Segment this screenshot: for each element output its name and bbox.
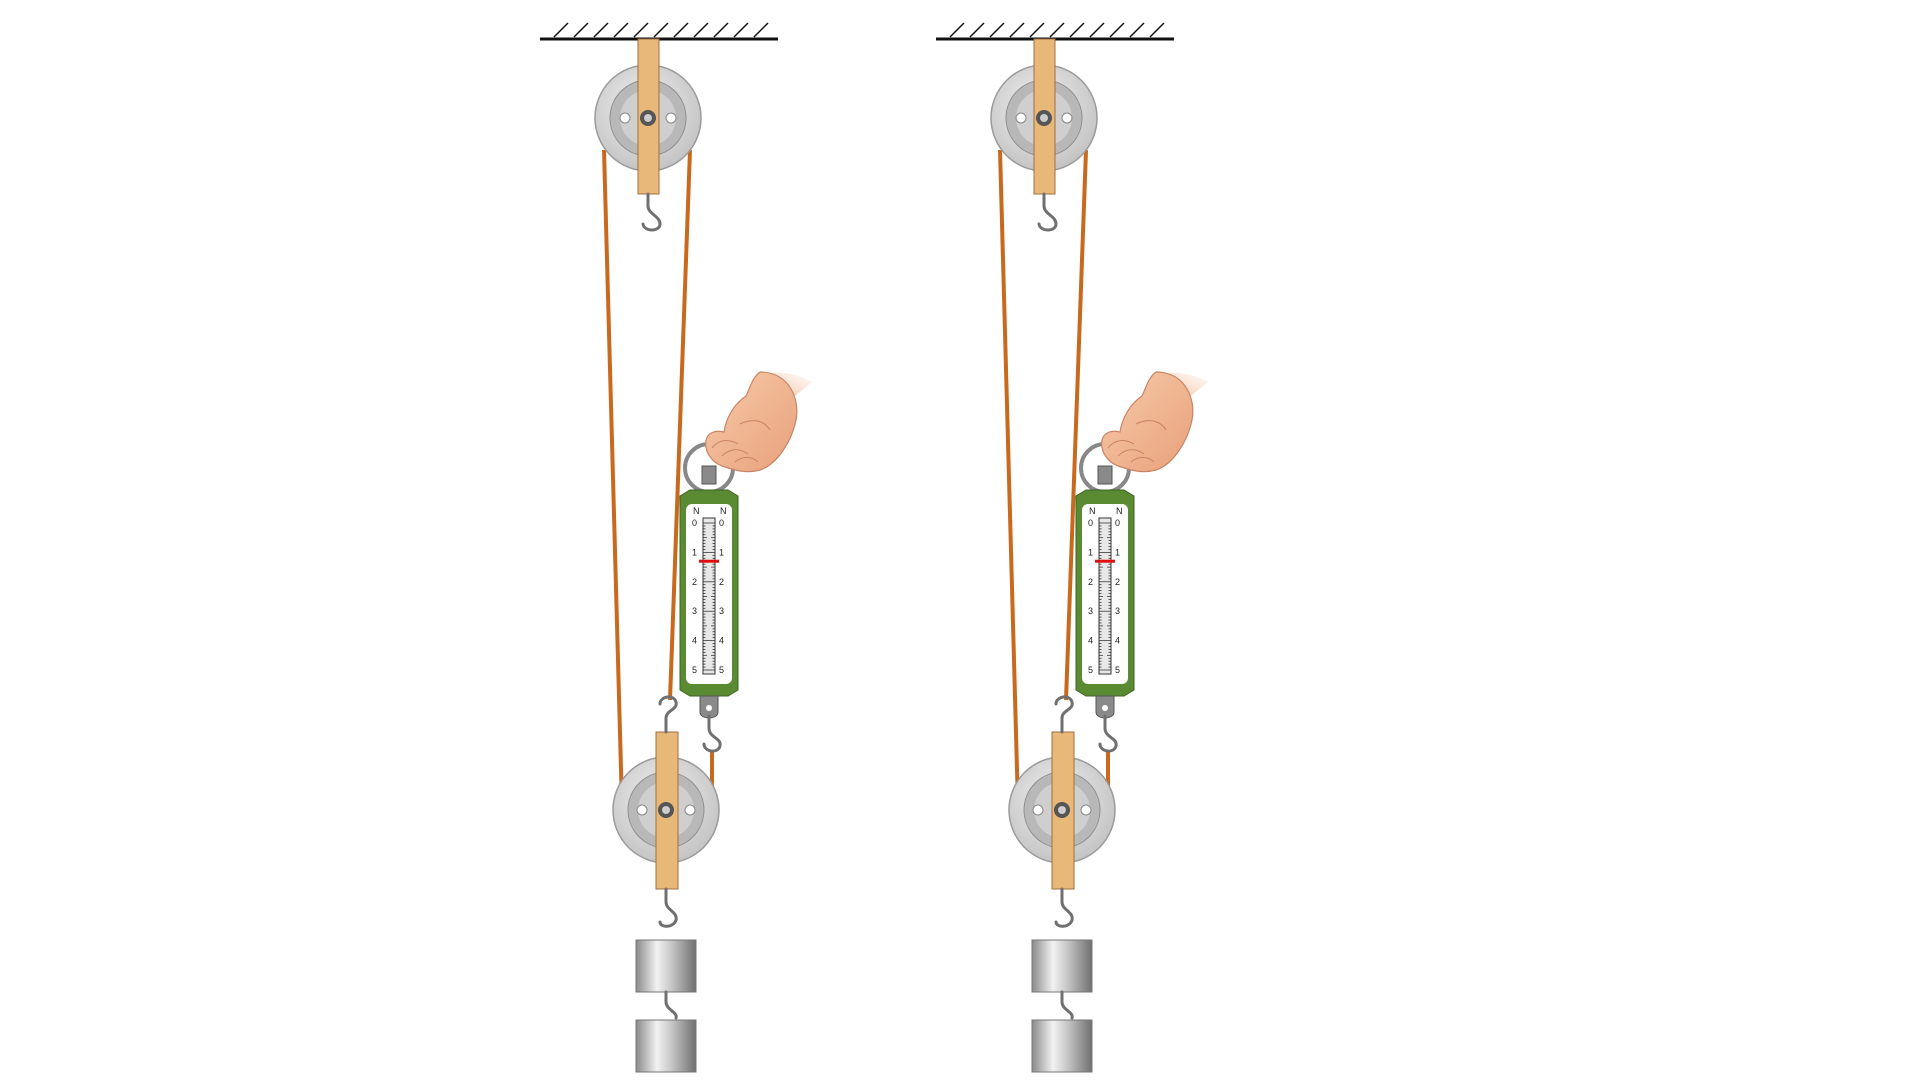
scale-tick-label: 2 (1115, 577, 1120, 587)
scale-indicator (1095, 559, 1115, 563)
unit-label-right: N (1116, 506, 1123, 516)
scale-tick-label: 1 (719, 547, 724, 557)
pulley-setup-right: N N 0 0 1 1 2 2 3 3 4 4 5 5 (936, 22, 1208, 1073)
scale-tick-label: 0 (1115, 518, 1120, 528)
unit-label-right: N (720, 506, 727, 516)
scale-tick-label: 0 (1088, 518, 1093, 528)
top-hook (658, 695, 678, 734)
scale-tick-label: 0 (719, 518, 724, 528)
weight-upper (1031, 939, 1093, 993)
bracket-hook (641, 192, 662, 232)
fixed-pulley-bracket (1033, 38, 1056, 195)
hand (1101, 371, 1208, 473)
top-hook (1054, 695, 1074, 734)
scale-tick-label: 3 (1088, 606, 1093, 616)
weight-lower (1031, 1019, 1093, 1073)
scale-tick-labels: 0 0 1 1 2 2 3 3 4 4 5 5 (692, 518, 724, 675)
unit-label-left: N (693, 506, 700, 516)
scale-tick-label: 0 (692, 518, 697, 528)
scale-tick-label: 4 (1088, 636, 1093, 646)
unit-label-left: N (1089, 506, 1096, 516)
fixed-pulley-bracket (637, 38, 660, 195)
movable-pulley-bracket (655, 731, 679, 890)
scale-tick-label: 3 (719, 606, 724, 616)
rope (998, 149, 1110, 807)
scale-tick-label: 2 (719, 577, 724, 587)
ceiling-support (540, 22, 778, 41)
scale-tick-label: 3 (692, 606, 697, 616)
scale-tick-label: 3 (1115, 606, 1120, 616)
scale-tick-label: 1 (1088, 547, 1093, 557)
scale-tick-label: 1 (1115, 547, 1120, 557)
scale-tick-label: 5 (719, 665, 724, 675)
movable-pulley-bracket (1051, 731, 1075, 890)
bracket-hook (1037, 192, 1058, 232)
scale-tick-label: 4 (692, 636, 697, 646)
hand (705, 371, 812, 473)
spring-scale: N N 0 0 1 1 2 2 3 3 4 4 5 5 (1075, 442, 1135, 753)
scale-hook (702, 714, 722, 753)
weight-upper (635, 939, 697, 993)
ceiling-support (936, 22, 1174, 41)
scale-tick-label: 5 (1115, 665, 1120, 675)
scale-tick-label: 2 (1088, 577, 1093, 587)
rope (602, 149, 714, 807)
scale-tick-labels: 0 0 1 1 2 2 3 3 4 4 5 5 (1088, 518, 1120, 675)
scale-hook (1098, 714, 1118, 753)
scale-tick-label: 5 (1088, 665, 1093, 675)
scale-ticks (703, 522, 715, 671)
scale-indicator (699, 559, 719, 563)
weight-hook (1060, 990, 1074, 1020)
scale-ticks (1099, 522, 1111, 671)
weight-hook (664, 990, 678, 1020)
bottom-hook (1054, 887, 1074, 928)
pulley-setup-left: N N 0 0 1 1 2 2 3 3 4 4 5 5 (540, 22, 812, 1073)
scale-tick-label: 5 (692, 665, 697, 675)
bottom-hook (658, 887, 678, 928)
scale-tick-label: 2 (692, 577, 697, 587)
scale-tick-label: 4 (1115, 636, 1120, 646)
weight-lower (635, 1019, 697, 1073)
scale-tick-label: 4 (719, 636, 724, 646)
spring-scale: N N 0 0 1 1 2 2 3 3 4 4 5 5 (679, 442, 739, 753)
scale-tick-label: 1 (692, 547, 697, 557)
